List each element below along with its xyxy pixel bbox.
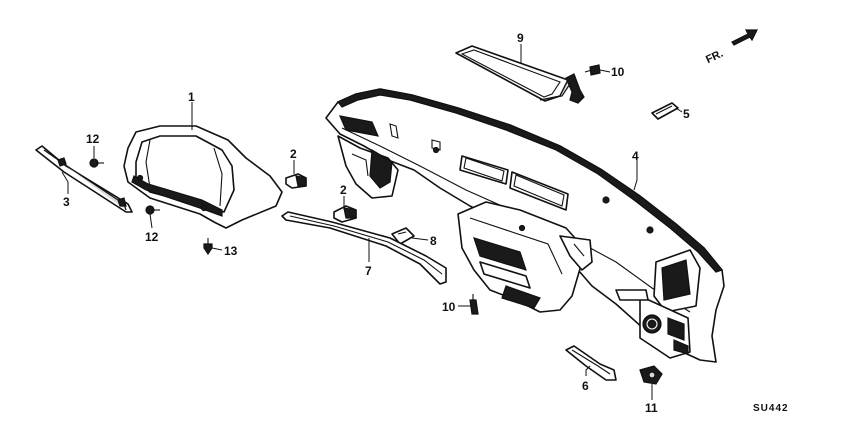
callout-12-upper: 12 [86,132,100,146]
callout-10-upper: 10 [611,65,625,79]
front-direction-label: FR. [704,48,725,66]
part-3-trim-strip [35,145,133,213]
callout-9: 9 [517,31,524,45]
part-10-bracket-screw [565,64,601,104]
callout-2-upper: 2 [290,147,297,161]
leader-lines [61,44,683,400]
part-4-center-console [457,201,593,313]
callout-labels: 1 2 2 3 4 5 6 7 8 9 10 10 11 12 12 13 [63,31,690,415]
part-11-bolt [639,365,663,385]
front-arrow-icon [731,29,758,46]
front-direction-indicator: FR. [704,29,758,66]
part-12-screw-bottom [145,205,160,215]
diagram-code: SU442 [753,403,789,414]
callout-2-lower: 2 [340,183,347,197]
part-10-screw-lower [469,294,479,315]
callout-7: 7 [365,264,372,278]
callout-6: 6 [582,379,589,393]
part-5-clip [651,102,679,120]
part-6-trim-piece [565,345,617,381]
callout-12-lower: 12 [145,230,159,244]
part-13-screw [203,238,213,256]
part-7-long-trim [281,211,447,285]
part-8-clip [391,227,415,245]
callout-13: 13 [224,244,238,258]
callout-3: 3 [63,195,70,209]
part-2-clip-upper [285,173,307,189]
callout-1: 1 [188,90,195,104]
callout-5: 5 [683,107,690,121]
part-2-clip-lower [333,205,357,223]
part-1-cluster-hood [123,125,283,229]
callout-10-lower: 10 [442,300,456,314]
callout-11: 11 [645,401,658,415]
callout-4: 4 [632,149,639,163]
part-12-screw-top [89,158,104,168]
part-9-lid-panel [455,45,571,102]
callout-8: 8 [430,234,437,248]
